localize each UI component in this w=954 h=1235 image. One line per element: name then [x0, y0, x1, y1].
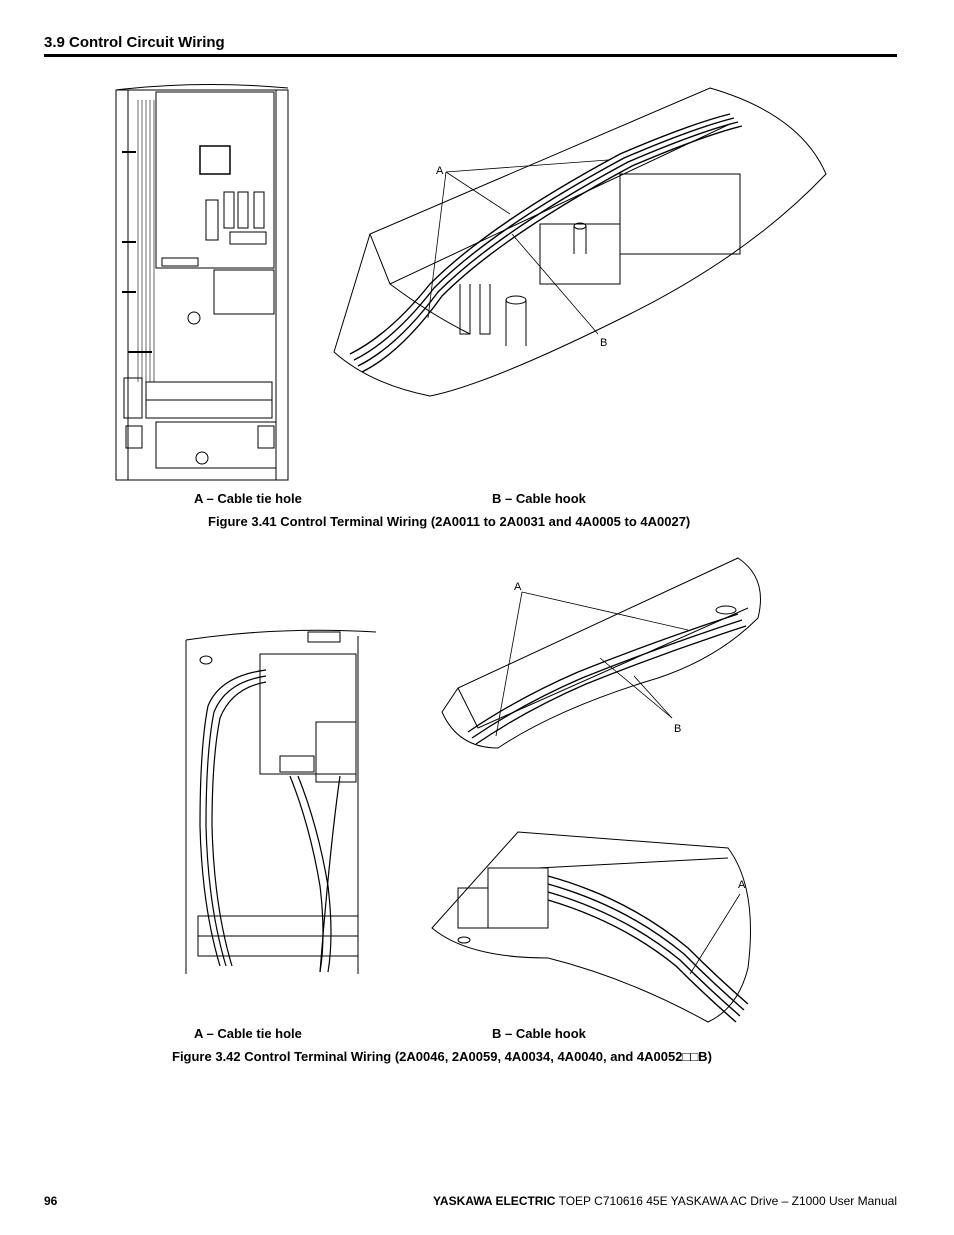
fig342-caption: Figure 3.42 Control Terminal Wiring (2A0… [172, 1049, 712, 1064]
footer-manual: YASKAWA ELECTRIC TOEP C710616 45E YASKAW… [433, 1194, 897, 1208]
fig341-legend-b: B – Cable hook [492, 491, 586, 506]
fig342-callout-a-bottom: A [738, 879, 746, 891]
header-rule [44, 54, 897, 57]
fig342-detail-bottom: A [428, 828, 768, 1026]
fig341-callout-a: A [436, 165, 444, 177]
fig341-caption: Figure 3.41 Control Terminal Wiring (2A0… [208, 514, 691, 529]
page-number: 96 [44, 1194, 58, 1208]
footer-manual-title: TOEP C710616 45E YASKAWA AC Drive – Z100… [555, 1194, 897, 1208]
fig342-callout-b-top: B [674, 723, 681, 735]
fig342-callout-a-top: A [514, 581, 522, 593]
fig342-legend-b: B – Cable hook [492, 1026, 586, 1041]
fig342-drive-front-view [180, 626, 380, 976]
fig341-callout-b: B [600, 337, 607, 349]
fig342-legend-a: A – Cable tie hole [194, 1026, 302, 1041]
fig341-drive-front-view [108, 82, 298, 487]
fig341-legend-a: A – Cable tie hole [194, 491, 302, 506]
section-title: 3.9 Control Circuit Wiring [44, 34, 225, 51]
fig341-detail-view: A B [330, 84, 830, 404]
footer-brand: YASKAWA ELECTRIC [433, 1194, 556, 1208]
fig342-detail-top: A B [438, 548, 768, 758]
